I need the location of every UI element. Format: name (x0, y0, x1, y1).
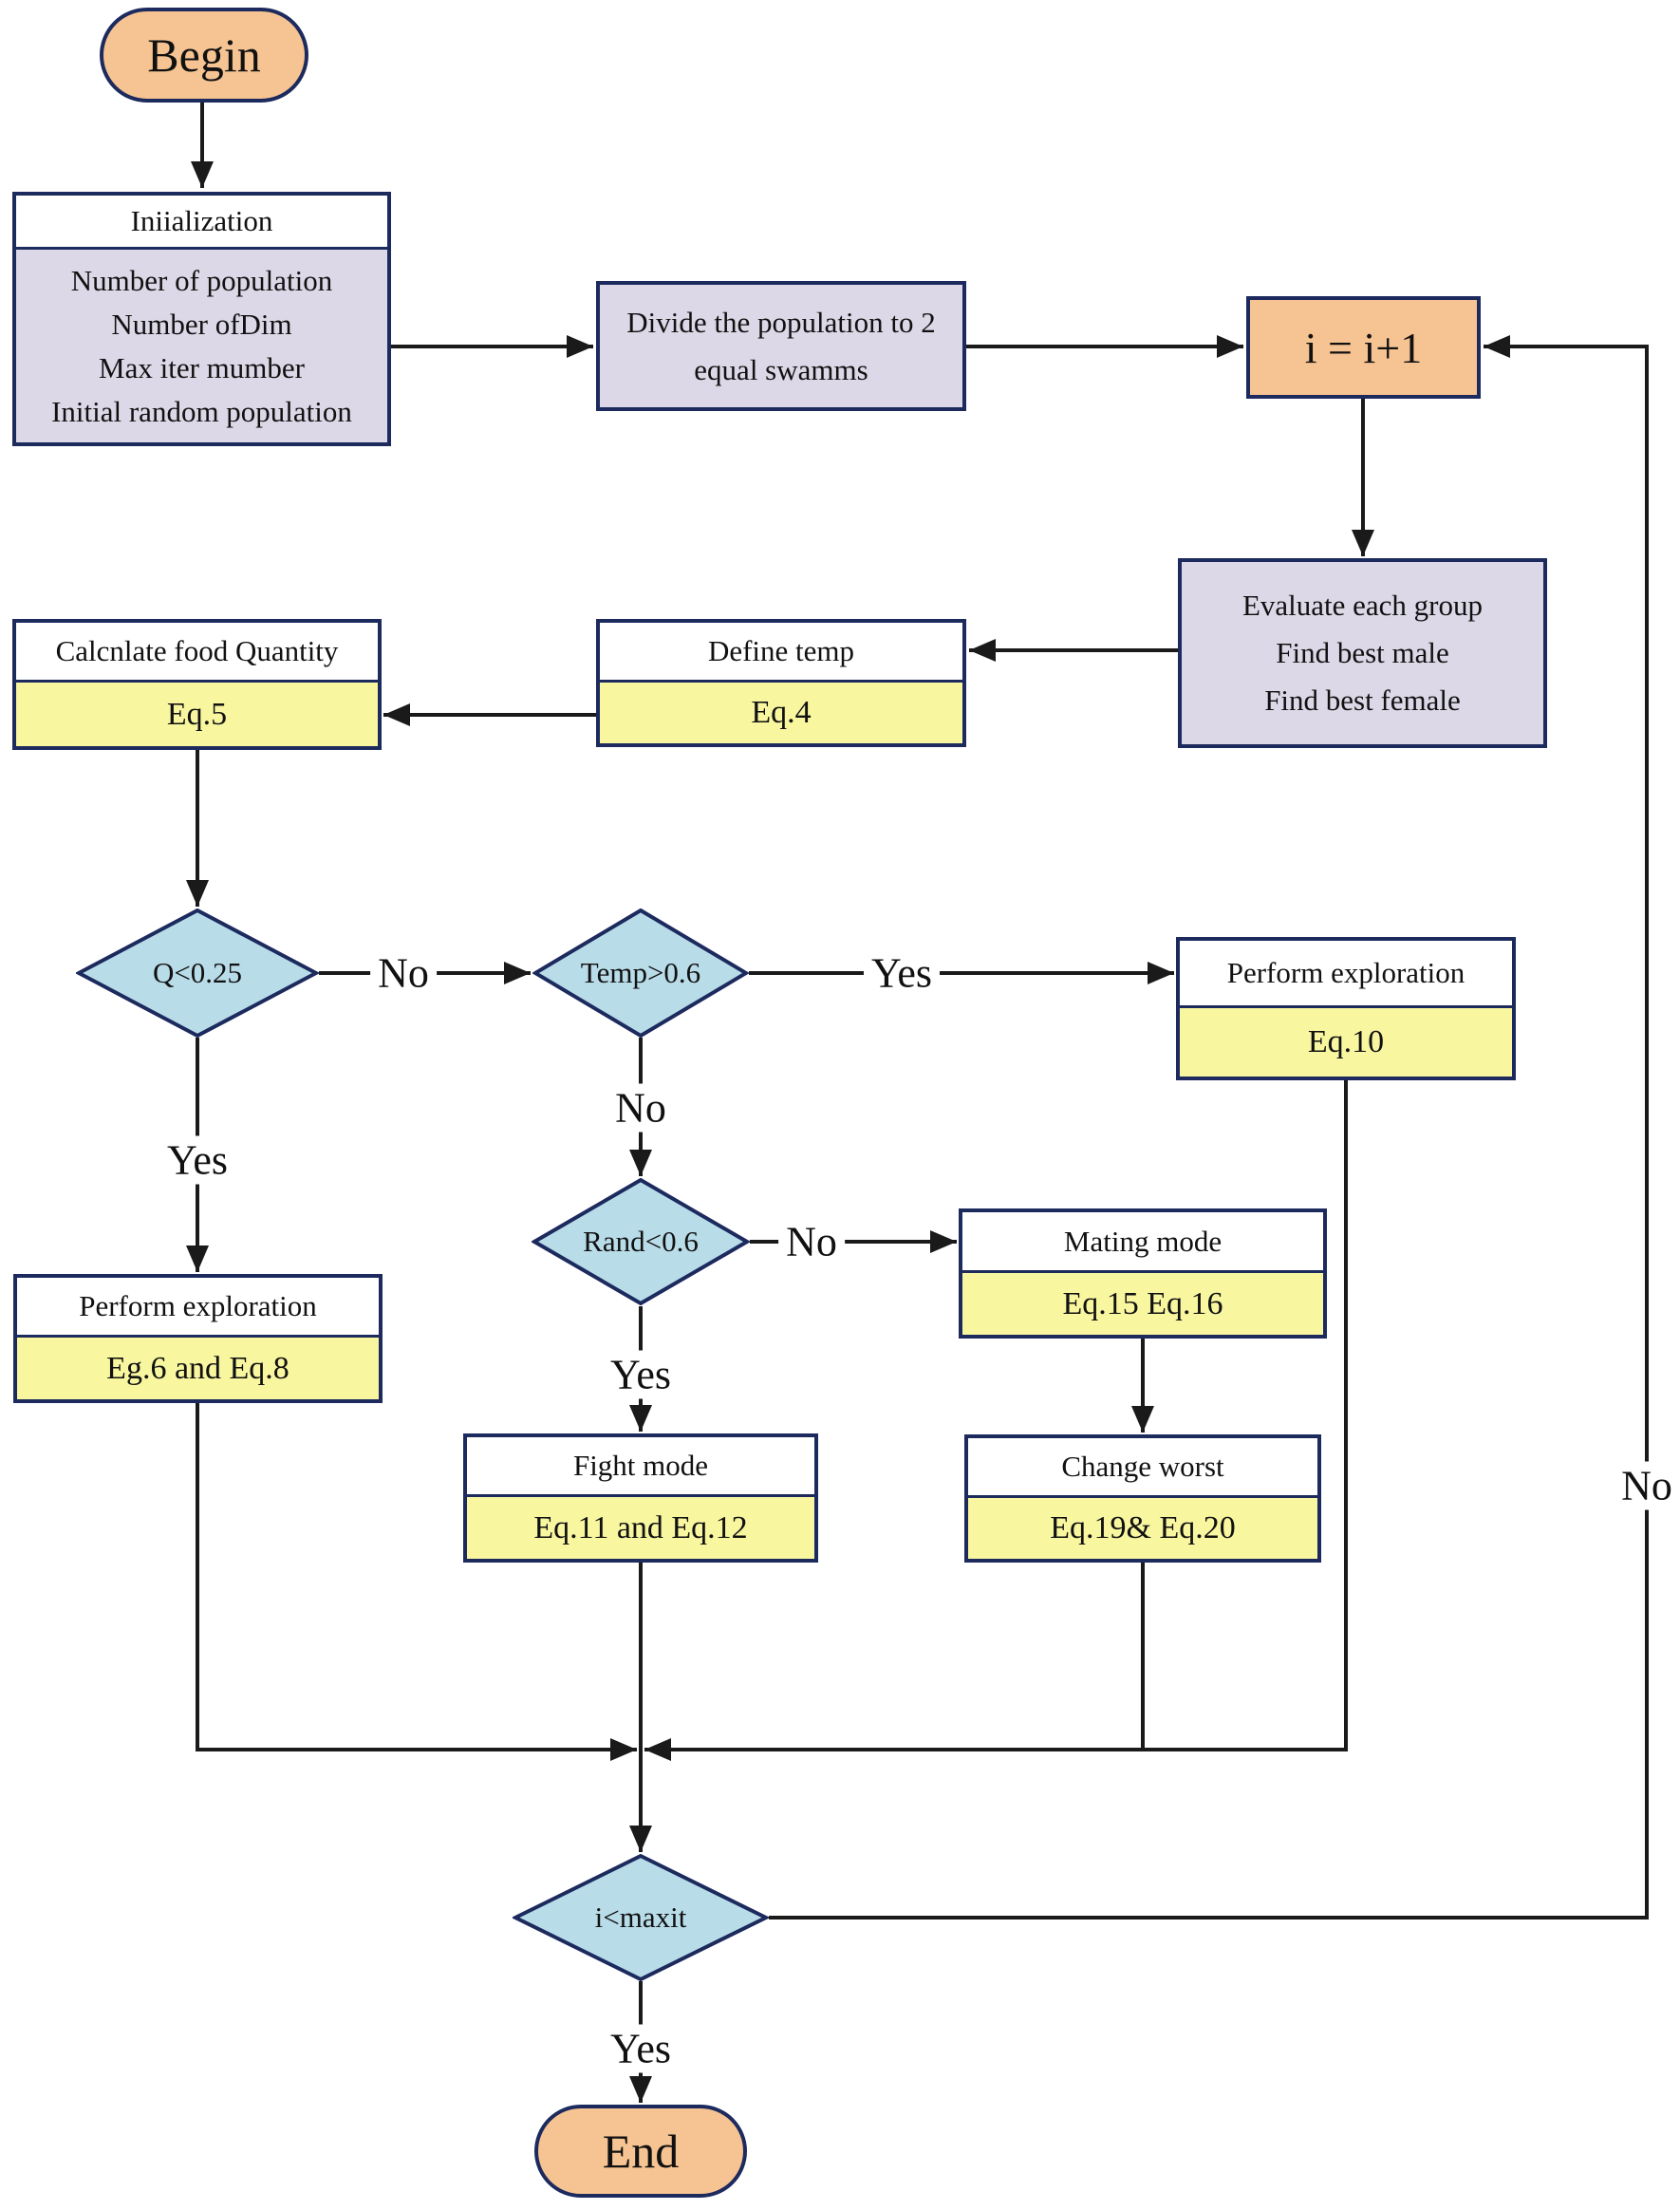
init-line-2: Number ofDim (111, 307, 292, 341)
edge-label-iter-no: No (1614, 1461, 1680, 1510)
perform-exploration-left-header: Perform exploration (17, 1278, 379, 1335)
calc-food-eq: Eq.5 (16, 680, 378, 746)
fight-mode-eq: Eq.11 and Eq.12 (467, 1494, 814, 1559)
edge-exploreright-merge (644, 1080, 1348, 1761)
perform-exploration-left-box: Perform exploration Eg.6 and Eq.8 (13, 1274, 383, 1403)
decision-food-quantity: Q<0.25 (76, 908, 319, 1038)
perform-exploration-right-eq: Eq.10 (1180, 1005, 1512, 1077)
mating-mode-header: Mating mode (962, 1212, 1323, 1270)
fight-mode-header: Fight mode (467, 1437, 814, 1494)
decision-rand-label: Rand<0.6 (583, 1225, 699, 1258)
edge-label-rand-yes: Yes (602, 1350, 680, 1399)
edge-iter-no-loop (769, 335, 1649, 1920)
decision-iteration-label: i<maxit (594, 1901, 687, 1934)
edge-label-iter-yes: Yes (602, 2024, 680, 2073)
init-line-1: Number of population (70, 263, 333, 297)
edge-label-temp-yes: Yes (863, 948, 941, 998)
define-temp-box: Define temp Eq.4 (596, 619, 966, 747)
diamond-shape (532, 1178, 750, 1305)
perform-exploration-right-header: Perform exploration (1180, 941, 1512, 1005)
define-temp-eq: Eq.4 (600, 680, 962, 743)
change-worst-eq: Eq.19& Eq.20 (968, 1495, 1317, 1559)
decision-temp-label: Temp>0.6 (580, 956, 701, 989)
edge-label-food-yes: Yes (159, 1135, 236, 1185)
increment-box: i = i+1 (1246, 296, 1481, 399)
edge-exploreleft-merge (196, 1403, 637, 1761)
calc-food-header: Calcnlate food Quantity (16, 623, 378, 680)
initialization-body: Number of population Number ofDim Max it… (16, 247, 387, 442)
decision-rand: Rand<0.6 (532, 1178, 750, 1305)
diamond-shape (513, 1854, 769, 1981)
end-terminal: End (534, 2105, 747, 2198)
divide-line-1: Divide the population to 2 (626, 305, 936, 339)
calc-food-box: Calcnlate food Quantity Eq.5 (12, 619, 382, 750)
decision-temp: Temp>0.6 (532, 908, 749, 1038)
evaluate-line-3: Find best female (1264, 684, 1461, 717)
edge-label-temp-no: No (607, 1083, 674, 1133)
begin-terminal: Begin (100, 8, 308, 103)
fight-mode-box: Fight mode Eq.11 and Eq.12 (463, 1433, 818, 1563)
decision-iteration: i<maxit (513, 1854, 769, 1981)
define-temp-header: Define temp (600, 623, 962, 680)
change-worst-header: Change worst (968, 1438, 1317, 1495)
diamond-shape (532, 908, 749, 1038)
perform-exploration-left-eq: Eg.6 and Eq.8 (17, 1335, 379, 1399)
end-label: End (602, 2125, 680, 2178)
begin-label: Begin (147, 28, 261, 82)
edge-label-rand-no: No (778, 1217, 845, 1266)
initialization-box: Iniialization Number of population Numbe… (12, 192, 391, 446)
evaluate-line-1: Evaluate each group (1241, 589, 1484, 622)
init-line-4: Initial random population (51, 394, 352, 428)
mating-mode-eq: Eq.15 Eq.16 (962, 1270, 1323, 1335)
evaluate-group-box: Evaluate each group Find best male Find … (1178, 558, 1547, 748)
evaluate-line-2: Find best male (1276, 636, 1449, 669)
perform-exploration-right-box: Perform exploration Eq.10 (1176, 937, 1516, 1080)
divide-line-2: equal swamms (694, 352, 868, 386)
edge-label-food-no: No (370, 948, 437, 998)
change-worst-box: Change worst Eq.19& Eq.20 (964, 1434, 1321, 1563)
mating-mode-box: Mating mode Eq.15 Eq.16 (959, 1208, 1327, 1339)
diamond-shape (76, 908, 319, 1038)
decision-food-label: Q<0.25 (152, 956, 243, 989)
divide-population-box: Divide the population to 2 equal swamms (596, 281, 966, 411)
init-line-3: Max iter mumber (99, 350, 305, 384)
increment-label: i = i+1 (1304, 323, 1423, 372)
initialization-header: Iniialization (16, 196, 387, 247)
